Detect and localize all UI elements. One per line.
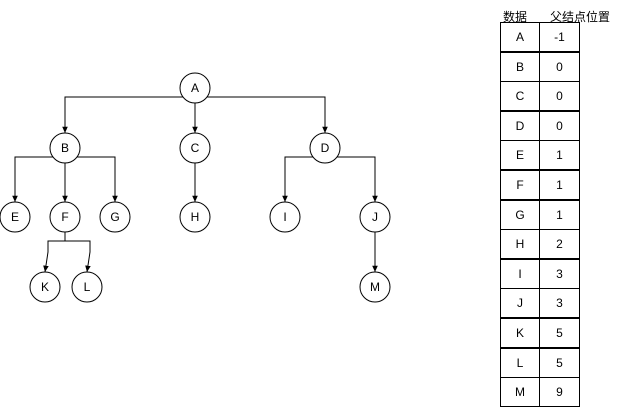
node-circle [359,271,391,303]
column-header-data: 数据 [503,10,528,24]
node-circle [309,132,341,164]
node-circle [29,271,61,303]
cell-data: C [500,81,540,112]
tree-diagram: A B C D E F G H I J K L M [0,72,391,303]
edge-b-g [65,156,118,202]
tree-node-a: A [179,72,211,104]
tree-edges [12,96,378,273]
cell-parent-index: 1 [539,199,580,230]
node-circle [99,201,131,233]
cell-parent-index: 5 [539,347,580,378]
node-circle [269,201,301,233]
node-label: G [110,210,119,224]
tree-nodes: A B C D E F G H I J K L M [0,72,391,303]
node-circle [0,201,31,233]
edge-d-i [282,156,325,202]
node-circle [49,132,81,164]
cell-data: M [500,377,540,408]
cell-data: K [500,318,540,348]
table-row: A-1 [500,22,580,52]
cell-data: A [500,22,540,52]
node-label: E [11,210,19,224]
node-circle [359,201,391,233]
node-circle [49,201,81,233]
node-circle [71,271,103,303]
node-label: L [84,280,91,294]
node-circle [179,72,211,104]
tree-node-i: I [269,201,301,233]
tree-node-e: E [0,201,31,233]
cell-parent-index: 3 [539,258,580,289]
cell-data: E [500,140,540,171]
cell-data: F [500,170,540,200]
tree-node-h: H [179,201,211,233]
edge-b-e [12,156,65,202]
node-label: I [283,210,286,224]
cell-data: L [500,347,540,378]
cell-data: D [500,110,540,141]
node-label: B [61,141,69,155]
node-label: D [321,141,330,155]
node-label: C [191,141,200,155]
cell-parent-index: -1 [539,22,580,52]
tree-node-m: M [359,271,391,303]
cell-parent-index: 0 [539,110,580,141]
tree-node-l: L [71,271,103,303]
cell-data: H [500,229,540,260]
cell-data: B [500,51,540,82]
tree-node-b: B [49,132,81,164]
node-circle [179,132,211,164]
cell-parent-index: 3 [539,288,580,319]
tree-node-c: C [179,132,211,164]
edge-a-b [62,96,195,133]
edge-a-d [195,96,328,133]
node-label: A [191,81,199,95]
column-header-parent: 父结点位置 [550,10,611,24]
edge-f-k [43,232,66,273]
cell-parent-index: 2 [539,229,580,260]
cell-data: G [500,199,540,230]
cell-parent-index: 5 [539,318,580,348]
cell-parent-index: 1 [539,170,580,200]
tree-node-d: D [309,132,341,164]
tree-node-k: K [29,271,61,303]
cell-parent-index: 0 [539,81,580,112]
cell-data: J [500,288,540,319]
node-circle [179,201,211,233]
cell-parent-index: 0 [539,51,580,82]
node-label: K [41,280,49,294]
edge-f-l [64,232,91,273]
node-label: F [61,210,68,224]
tree-node-g: G [99,201,131,233]
cell-parent-index: 9 [539,377,580,408]
cell-data: I [500,258,540,289]
node-label: M [370,280,380,294]
node-label: H [191,210,200,224]
tree-node-f: F [49,201,81,233]
edge-d-j [325,156,378,202]
node-label: J [372,210,378,224]
cell-parent-index: 1 [539,140,580,171]
tree-node-j: J [359,201,391,233]
